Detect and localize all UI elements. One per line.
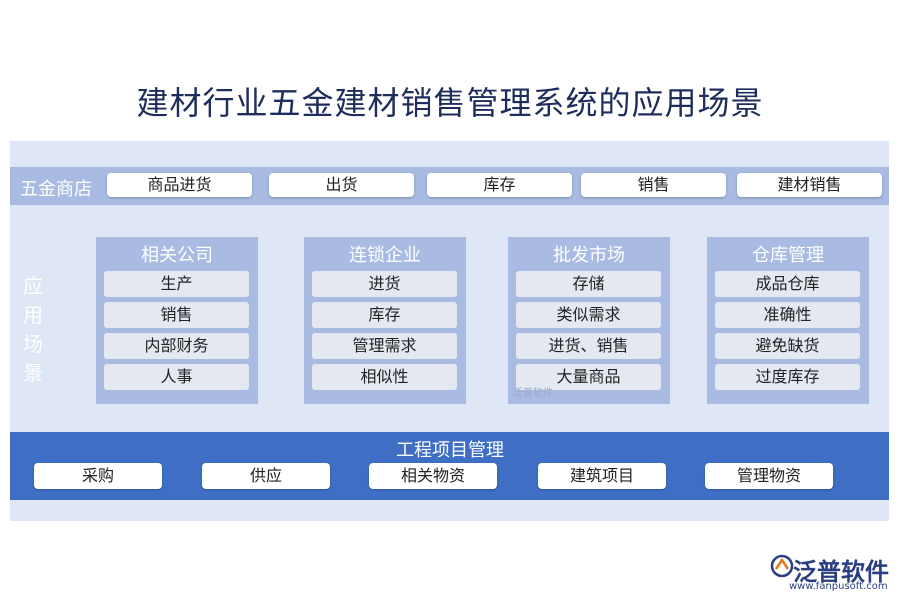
- card-item: 类似需求: [516, 302, 661, 328]
- hardware-store-label: 五金商店: [20, 179, 92, 200]
- card-title: 仓库管理: [752, 245, 824, 266]
- card-item: 销售: [104, 302, 249, 328]
- bottom-item: 供应: [202, 463, 330, 489]
- bottom-item: 相关物资: [369, 463, 497, 489]
- card-wholesale-market: 批发市场 存储 类似需求 进货、销售 大量商品: [508, 237, 670, 404]
- fanpu-logo-icon: [770, 554, 794, 578]
- top-item: 出货: [269, 173, 414, 197]
- application-scenario-label: 应用场景: [23, 274, 43, 385]
- card-warehouse-management: 仓库管理 成品仓库 准确性 避免缺货 过度库存: [707, 237, 869, 404]
- card-item: 内部财务: [104, 333, 249, 359]
- card-title: 批发市场: [553, 245, 625, 266]
- card-item: 生产: [104, 271, 249, 297]
- card-item: 大量商品: [516, 364, 661, 390]
- card-item: 库存: [312, 302, 457, 328]
- card-item: 成品仓库: [715, 271, 860, 297]
- card-item: 避免缺货: [715, 333, 860, 359]
- card-item: 管理需求: [312, 333, 457, 359]
- card-item: 过度库存: [715, 364, 860, 390]
- logo-url: www.fanpusoft.com: [789, 581, 888, 592]
- card-item: 相似性: [312, 364, 457, 390]
- bottom-item: 采购: [34, 463, 162, 489]
- top-item: 销售: [581, 173, 726, 197]
- card-item: 准确性: [715, 302, 860, 328]
- page-title: 建材行业五金建材销售管理系统的应用场景: [136, 84, 764, 122]
- card-related-companies: 相关公司 生产 销售 内部财务 人事: [96, 237, 258, 404]
- card-item: 进货、销售: [516, 333, 661, 359]
- top-item: 商品进货: [107, 173, 252, 197]
- card-item: 人事: [104, 364, 249, 390]
- bottom-item: 管理物资: [705, 463, 833, 489]
- card-title: 相关公司: [141, 245, 213, 266]
- card-title: 连锁企业: [349, 245, 421, 266]
- top-item: 库存: [427, 173, 572, 197]
- logo-name: 泛普软件: [793, 558, 889, 586]
- card-item: 存储: [516, 271, 661, 297]
- card-item: 进货: [312, 271, 457, 297]
- watermark: 泛普软件: [513, 388, 553, 399]
- bottom-item: 建筑项目: [538, 463, 666, 489]
- card-chain-enterprises: 连锁企业 进货 库存 管理需求 相似性: [304, 237, 466, 404]
- top-item: 建材销售: [737, 173, 882, 197]
- project-management-title: 工程项目管理: [396, 440, 504, 461]
